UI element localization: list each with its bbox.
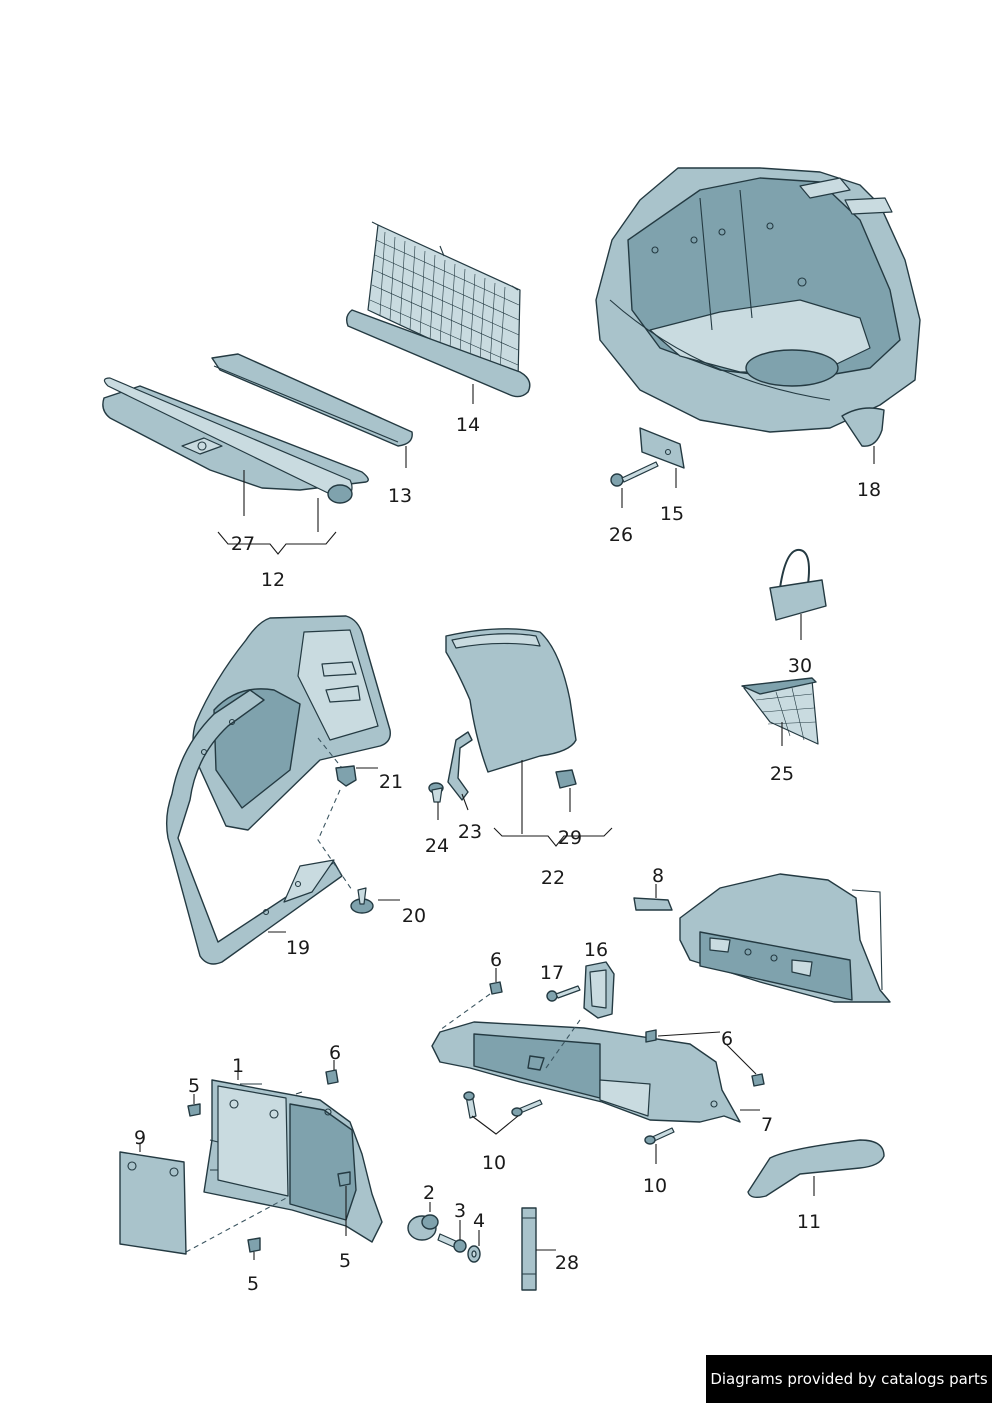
callout-6-upper: 6 (490, 949, 502, 971)
part-5-clips[interactable]: 5 5 5 (187, 1075, 351, 1295)
callout-10-left: 10 (482, 1152, 506, 1174)
part-14-partition-net[interactable]: 14 (345, 221, 531, 436)
part-20-clip[interactable]: 20 (350, 887, 426, 927)
callout-21: 21 (379, 771, 403, 793)
callout-11: 11 (797, 1211, 821, 1233)
callout-19: 19 (286, 937, 310, 959)
part-11-trim-strip[interactable]: 11 (747, 1139, 885, 1233)
callout-17: 17 (540, 962, 564, 984)
part-6-clip-left[interactable]: 6 (325, 1042, 341, 1085)
callout-28: 28 (555, 1252, 579, 1274)
luggage-compartment-illustration (595, 167, 921, 433)
callout-14: 14 (456, 414, 480, 436)
callout-20: 20 (402, 905, 426, 927)
callout-2: 2 (423, 1182, 435, 1204)
callout-22: 22 (541, 867, 565, 889)
callout-15: 15 (660, 503, 684, 525)
part-17-screw[interactable]: 17 (540, 962, 581, 1002)
part-10-screws[interactable]: 10 10 (463, 1091, 675, 1197)
part-9-mat[interactable]: 9 (119, 1127, 187, 1255)
part-24-fastener[interactable]: 24 (425, 782, 449, 857)
part-6-clips-right[interactable]: 6 (645, 1028, 765, 1087)
part-30-bag[interactable]: 30 (769, 548, 827, 677)
callout-30: 30 (788, 655, 812, 677)
callout-13: 13 (388, 485, 412, 507)
callout-5-left: 5 (188, 1075, 200, 1097)
callout-3: 3 (454, 1200, 466, 1222)
part-23-hook[interactable]: 23 (447, 731, 482, 843)
rear-side-illustration (679, 873, 891, 1003)
part-15-plate[interactable]: 15 (639, 427, 685, 525)
callout-9: 9 (134, 1127, 146, 1149)
callout-18: 18 (857, 479, 881, 501)
part-21-clip[interactable]: 21 (335, 765, 403, 793)
part-28-strut[interactable]: 28 (521, 1207, 579, 1291)
callout-24: 24 (425, 835, 449, 857)
attribution-label: Diagrams provided by catalogs parts (706, 1355, 992, 1403)
callout-7: 7 (761, 1114, 773, 1136)
callout-8: 8 (652, 865, 664, 887)
part-1-side-panel[interactable]: 1 (203, 1055, 383, 1243)
part-7-sill-trim[interactable]: 7 (431, 1021, 773, 1136)
part-8-buffer[interactable]: 8 (633, 865, 673, 911)
callout-10-right: 10 (643, 1175, 667, 1197)
callout-27: 27 (231, 533, 255, 555)
part-12-luggage-cover[interactable]: 27 12 (102, 377, 369, 591)
part-19-tailgate-trim[interactable]: 19 (165, 615, 391, 965)
callout-25: 25 (770, 763, 794, 785)
callout-1: 1 (232, 1055, 244, 1077)
part-22-side-trim[interactable]: 22 (445, 628, 613, 889)
part-13-blind-bar[interactable]: 13 (211, 353, 413, 507)
callout-4: 4 (473, 1210, 485, 1232)
part-29-clip[interactable]: 29 (555, 769, 582, 849)
callout-5-bottom: 5 (247, 1273, 259, 1295)
callout-16: 16 (584, 939, 608, 961)
part-4-washer[interactable]: 4 (467, 1210, 485, 1263)
callout-29: 29 (558, 827, 582, 849)
callout-6-left: 6 (329, 1042, 341, 1064)
callout-23: 23 (458, 821, 482, 843)
part-25-net[interactable]: 25 (741, 677, 819, 785)
part-16-cover[interactable]: 16 (583, 939, 615, 1019)
part-26-screw[interactable]: 26 (609, 461, 659, 546)
part-18-cover[interactable]: 18 (841, 407, 885, 501)
callout-6-right: 6 (721, 1028, 733, 1050)
callout-5-right: 5 (339, 1250, 351, 1272)
callout-26: 26 (609, 524, 633, 546)
part-2-cap[interactable]: 2 (407, 1182, 439, 1241)
part-6-clip-top[interactable]: 6 (489, 949, 503, 995)
callout-12: 12 (261, 569, 285, 591)
part-3-screw[interactable]: 3 (437, 1200, 467, 1253)
